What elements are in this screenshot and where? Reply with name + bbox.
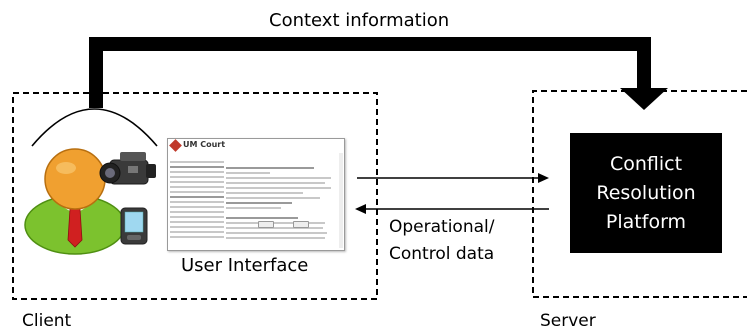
video-camera-icon bbox=[99, 152, 156, 185]
conflict-resolution-platform: Conflict Resolution Platform bbox=[570, 133, 722, 253]
response-arrow-head bbox=[355, 204, 366, 214]
ui-brand: UM Court bbox=[183, 140, 226, 149]
ui-button bbox=[293, 221, 309, 228]
ui-button bbox=[258, 221, 274, 228]
ui-header: UM Court bbox=[168, 139, 344, 153]
ui-nav bbox=[170, 161, 224, 241]
context-arrow bbox=[89, 37, 651, 108]
context-arrow-head bbox=[620, 88, 668, 110]
client-label: Client bbox=[22, 311, 72, 331]
client-devices-arc bbox=[31, 108, 158, 147]
request-arrow-head bbox=[538, 173, 549, 183]
ui-content-pane bbox=[226, 167, 336, 242]
user-interface-screenshot: UM Court bbox=[167, 138, 345, 251]
um-court-logo-icon bbox=[169, 139, 182, 152]
server-label: Server bbox=[540, 311, 596, 331]
person-icon bbox=[24, 148, 126, 255]
ui-scrollbar bbox=[339, 153, 343, 248]
user-interface-label: User Interface bbox=[181, 255, 309, 276]
pda-icon bbox=[120, 207, 148, 245]
operational-control-data-label: Operational/ Control data bbox=[389, 217, 495, 264]
client-boundary bbox=[12, 92, 378, 300]
context-information-label: Context information bbox=[269, 10, 450, 31]
platform-label: Conflict Resolution Platform bbox=[596, 152, 696, 233]
